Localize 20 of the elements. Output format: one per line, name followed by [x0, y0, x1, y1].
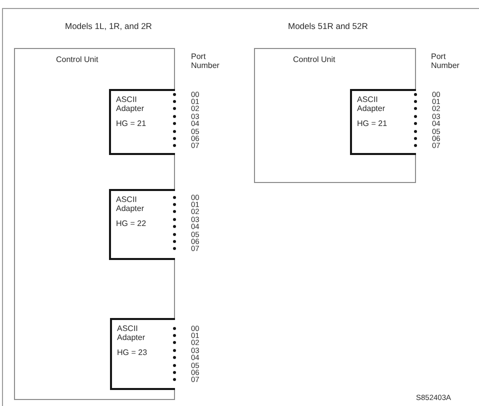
group-number: HG = 21: [116, 119, 146, 128]
adapter-box: [110, 318, 175, 390]
adapter-box: [109, 89, 175, 155]
control-unit-box: [254, 48, 416, 183]
adapter-title: ASCII Adapter: [116, 195, 146, 213]
adapter-title: ASCII Adapter: [357, 95, 386, 113]
unit-title: Control Unit: [56, 55, 98, 64]
group-number: HG = 23: [117, 348, 148, 357]
group-number: HG = 22: [116, 219, 146, 228]
column-heading: Port Number: [191, 53, 220, 70]
group-number: HG = 21: [357, 119, 388, 128]
adapter-box: [109, 189, 175, 260]
control-unit-box: [14, 48, 175, 400]
adapter-box: [350, 89, 416, 155]
section-heading: Models 51R and 52R: [288, 22, 368, 31]
section-heading: Models 1L, 1R, and 2R: [65, 22, 152, 31]
column-heading: Port Number: [431, 53, 460, 70]
unit-title: Control Unit: [293, 55, 336, 64]
adapter-title: ASCII Adapter: [117, 324, 146, 342]
adapter-title: ASCII Adapter: [116, 95, 146, 113]
